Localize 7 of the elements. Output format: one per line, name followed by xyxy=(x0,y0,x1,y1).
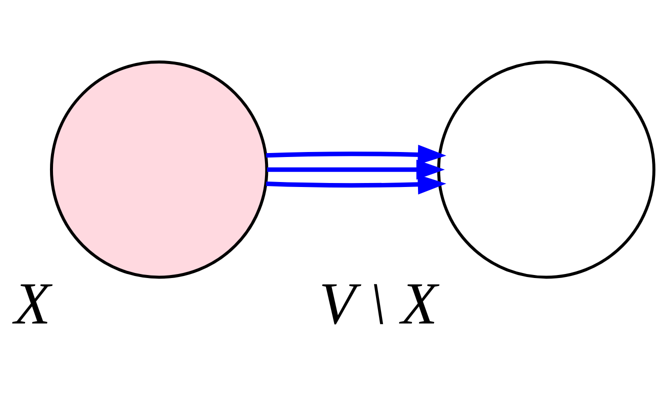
node-label: V \ X xyxy=(319,270,438,336)
arrow xyxy=(266,174,446,194)
node-label: X xyxy=(14,270,51,336)
node-circle xyxy=(437,60,656,278)
arrow xyxy=(266,144,446,164)
node-circle xyxy=(50,60,268,278)
arrow xyxy=(267,159,445,180)
